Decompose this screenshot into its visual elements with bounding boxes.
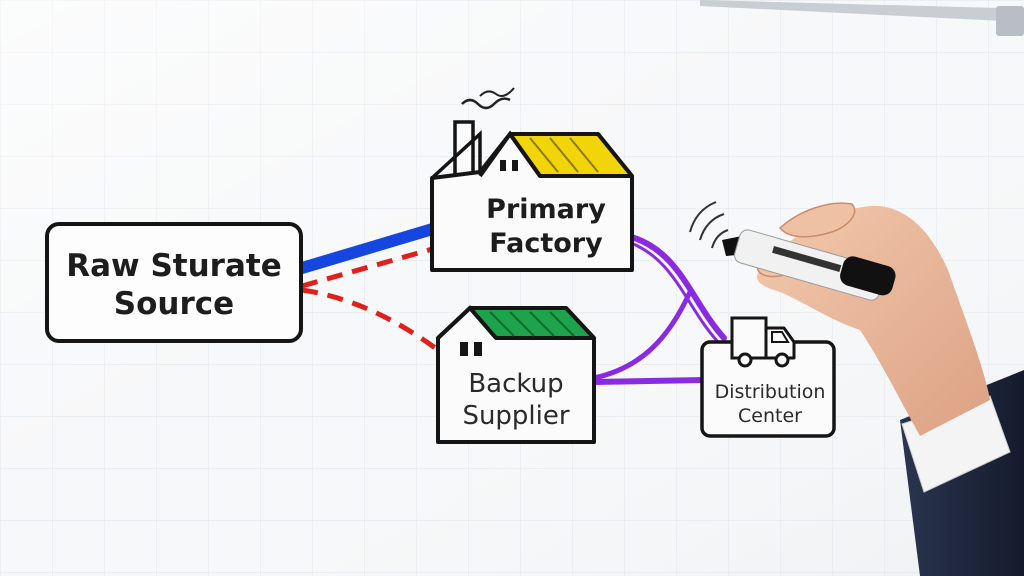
- motion-marks: [689, 201, 729, 249]
- backup-supplier-label-line1: Backup: [468, 369, 563, 399]
- board-frame: [700, 0, 1024, 22]
- connector-raw-to-primary-solid: [296, 222, 442, 274]
- primary-factory-label-line2: Factory: [489, 228, 603, 259]
- connector-raw-to-primary-dashed: [301, 245, 437, 289]
- distribution-center-label-line2: Center: [738, 405, 802, 427]
- distribution-center-label-line1: Distribution: [715, 381, 826, 403]
- raw-source-label-line1: Raw Sturate: [66, 248, 282, 284]
- primary-factory-label-line1: Primary: [486, 194, 606, 225]
- warehouse-icon: [436, 305, 596, 444]
- node-raw-source: Raw Sturate Source: [45, 222, 303, 343]
- raw-source-label-line2: Source: [114, 286, 234, 322]
- backup-supplier-label-line2: Supplier: [462, 401, 569, 431]
- node-backup-supplier: Backup Supplier: [436, 305, 596, 444]
- marker-icon: [722, 229, 896, 301]
- connector-raw-to-backup-dashed: [301, 287, 440, 353]
- node-primary-factory: Primary Factory: [430, 87, 634, 272]
- factory-icon: [430, 87, 634, 272]
- truck-icon: [730, 316, 796, 368]
- connector-primary-to-distribution: [624, 233, 727, 344]
- node-distribution-center: Distribution Center: [700, 316, 836, 438]
- connector-backup-to-distribution: [591, 289, 707, 385]
